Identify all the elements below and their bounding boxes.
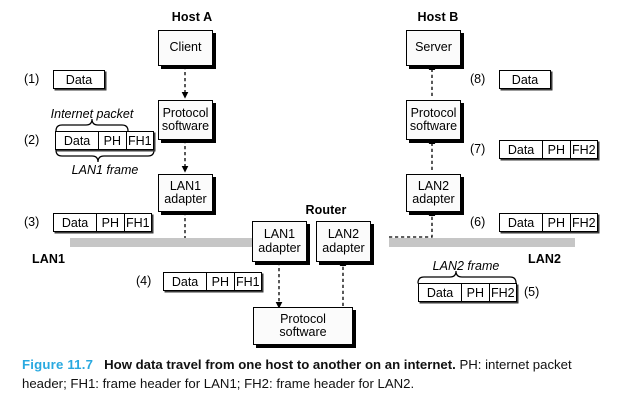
step-number-4: (4) <box>136 274 152 288</box>
packet-6: Data PH FH2 <box>499 213 598 232</box>
figure-caption-rest: PH: internet packet header; FH1: frame h… <box>22 357 572 391</box>
packet-7-seg-fh2: FH2 <box>570 141 597 158</box>
packet-5-seg-data: Data <box>419 284 463 301</box>
lan1-bus-bar <box>70 238 264 247</box>
packet-7-seg-ph: PH <box>543 141 571 158</box>
packet-5-seg-fh2: FH2 <box>489 284 516 301</box>
packet-2-seg-fh1: FH1 <box>126 132 153 149</box>
node-client-label: Client <box>169 40 202 55</box>
packet-4-seg-data: Data <box>164 273 208 290</box>
node-protocol-software-router-label: Protocol software <box>279 311 327 339</box>
packet-8: Data <box>499 70 551 89</box>
arrow-router-to-hostb-adapter <box>389 209 436 238</box>
node-server[interactable]: Server <box>406 30 461 66</box>
node-lan1-adapter-host-a[interactable]: LAN1 adapter <box>158 174 213 212</box>
router-label: Router <box>305 203 347 217</box>
step-number-3: (3) <box>24 215 40 229</box>
host-b-label: Host B <box>417 10 459 24</box>
packet-1: Data <box>53 70 105 89</box>
host-a-label: Host A <box>171 10 213 24</box>
packet-7: Data PH FH2 <box>499 140 598 159</box>
step-number-5: (5) <box>524 285 540 299</box>
node-lan2-adapter-router-label: LAN2 adapter <box>322 227 365 255</box>
lan2-label: LAN2 <box>528 252 562 266</box>
node-lan1-adapter-host-a-label: LAN1 adapter <box>164 178 207 206</box>
node-lan2-adapter-host-b[interactable]: LAN2 adapter <box>406 174 461 212</box>
node-protocol-software-host-b-label: Protocol software <box>409 105 458 133</box>
lan2-frame-label: LAN2 frame <box>432 259 500 273</box>
packet-3-seg-ph: PH <box>97 214 125 231</box>
packet-2-seg-data: Data <box>56 132 100 149</box>
packet-4: Data PH FH1 <box>163 272 262 291</box>
packet-5: Data PH FH2 <box>418 283 517 302</box>
node-client[interactable]: Client <box>158 30 213 66</box>
packet-6-seg-data: Data <box>500 214 544 231</box>
figure-title: How data travel from one host to another… <box>104 357 456 372</box>
node-protocol-software-router[interactable]: Protocol software <box>253 307 353 345</box>
packet-7-seg-data: Data <box>500 141 544 158</box>
brace-lan1-frame <box>55 149 155 163</box>
node-lan1-adapter-router[interactable]: LAN1 adapter <box>252 221 307 262</box>
step-number-7: (7) <box>470 142 486 156</box>
lan1-frame-label: LAN1 frame <box>71 163 139 177</box>
node-protocol-software-host-a[interactable]: Protocol software <box>158 100 213 140</box>
step-number-2: (2) <box>24 133 40 147</box>
figure-number: Figure 11.7 <box>22 357 94 372</box>
packet-3: Data PH FH1 <box>53 213 152 232</box>
packet-2-seg-ph: PH <box>99 132 127 149</box>
step-number-1: (1) <box>24 72 40 86</box>
packet-8-seg-data: Data <box>500 71 550 88</box>
packet-3-seg-data: Data <box>54 214 98 231</box>
packet-3-seg-fh1: FH1 <box>124 214 151 231</box>
step-number-6: (6) <box>470 215 486 229</box>
node-lan1-adapter-router-label: LAN1 adapter <box>258 227 301 255</box>
packet-6-seg-fh2: FH2 <box>570 214 597 231</box>
lan1-label: LAN1 <box>32 252 66 266</box>
packet-1-seg-data: Data <box>54 71 104 88</box>
figure-caption: Figure 11.7 How data travel from one hos… <box>22 355 618 393</box>
node-lan2-adapter-host-b-label: LAN2 adapter <box>412 178 455 206</box>
internet-packet-label: Internet packet <box>50 107 134 121</box>
packet-4-seg-fh1: FH1 <box>234 273 261 290</box>
lan2-bus-bar <box>389 238 575 247</box>
node-protocol-software-host-b[interactable]: Protocol software <box>406 100 461 140</box>
node-protocol-software-host-a-label: Protocol software <box>161 105 210 133</box>
packet-6-seg-ph: PH <box>543 214 571 231</box>
packet-2: Data PH FH1 <box>55 131 154 150</box>
step-number-8: (8) <box>470 72 486 86</box>
packet-5-seg-ph: PH <box>462 284 490 301</box>
node-lan2-adapter-router[interactable]: LAN2 adapter <box>316 221 371 262</box>
node-server-label: Server <box>415 40 452 55</box>
packet-4-seg-ph: PH <box>207 273 235 290</box>
